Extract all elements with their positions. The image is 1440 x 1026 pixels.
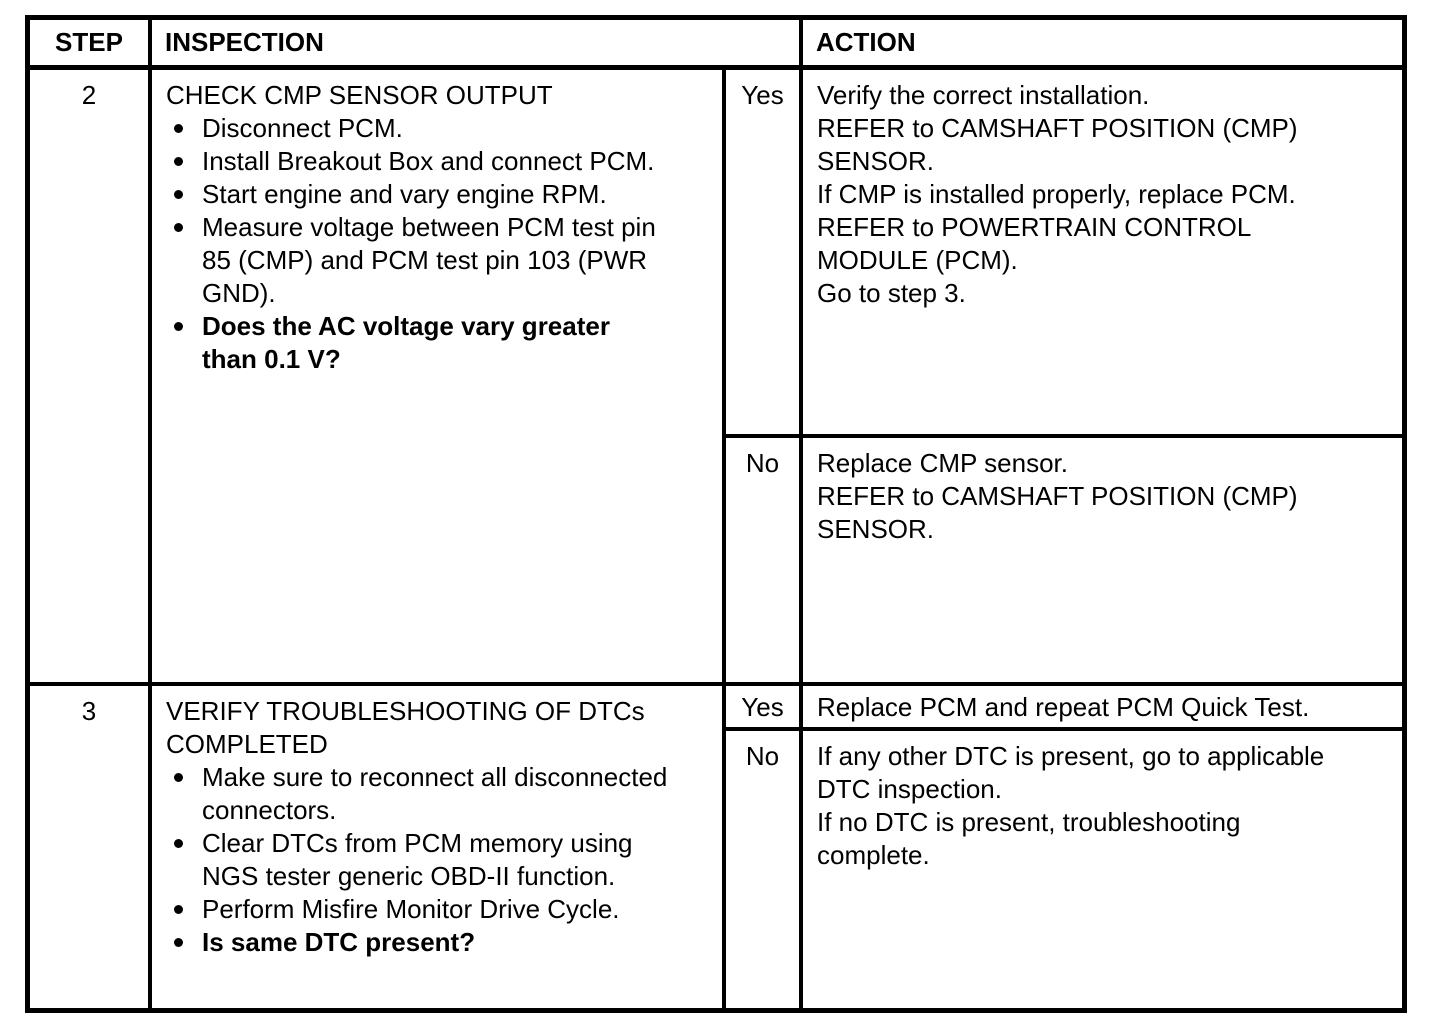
inspection-bullet: Install Breakout Box and connect PCM.: [166, 145, 672, 178]
step-number: 2: [30, 70, 152, 686]
action-line: Go to step 3.: [817, 278, 966, 308]
inspection-bullet: Clear DTCs from PCM memory using NGS tes…: [166, 827, 672, 893]
inspection-cell: CHECK CMP SENSOR OUTPUT Disconnect PCM. …: [152, 70, 726, 686]
action-line: Replace CMP sensor.: [817, 448, 1068, 478]
action-line: REFER to CAMSHAFT POSITION (CMP) SENSOR.: [817, 481, 1298, 544]
col-header-action: ACTION: [803, 20, 1402, 70]
inspection-cell: VERIFY TROUBLESHOOTING OF DTCs COMPLETED…: [152, 686, 726, 1008]
inspection-bullet-question: Does the AC voltage vary greater than 0.…: [166, 310, 672, 376]
action-cell: Replace CMP sensor. REFER to CAMSHAFT PO…: [803, 438, 1402, 686]
inspection-title: VERIFY TROUBLESHOOTING OF DTCs COMPLETED: [166, 696, 645, 759]
inspection-bullet: Disconnect PCM.: [166, 112, 672, 145]
col-header-inspection: INSPECTION: [152, 20, 803, 70]
branch-label-yes: Yes: [726, 70, 803, 438]
branch-label-yes: Yes: [726, 686, 803, 731]
action-line: REFER to POWERTRAIN CONTROL MODULE (PCM)…: [817, 212, 1251, 275]
inspection-title: CHECK CMP SENSOR OUTPUT: [166, 80, 553, 110]
col-header-step: STEP: [30, 20, 152, 70]
inspection-bullet: Start engine and vary engine RPM.: [166, 178, 672, 211]
action-line: Verify the correct installation.: [817, 80, 1150, 110]
step-number: 3: [30, 686, 152, 1008]
action-line: If CMP is installed properly, replace PC…: [817, 179, 1296, 209]
action-cell: Replace PCM and repeat PCM Quick Test.: [803, 686, 1402, 731]
action-cell: Verify the correct installation. REFER t…: [803, 70, 1402, 438]
branch-label-no: No: [726, 438, 803, 686]
troubleshooting-table: STEP INSPECTION ACTION 2 CHECK CMP SENSO…: [25, 15, 1407, 1013]
action-line: If no DTC is present, troubleshooting co…: [817, 807, 1241, 870]
action-cell: If any other DTC is present, go to appli…: [803, 731, 1402, 1008]
inspection-bullet: Perform Misfire Monitor Drive Cycle.: [166, 893, 672, 926]
branch-label-no: No: [726, 731, 803, 1008]
action-line: Replace PCM and repeat PCM Quick Test.: [817, 692, 1310, 722]
inspection-bullet: Make sure to reconnect all disconnected …: [166, 761, 672, 827]
action-line: If any other DTC is present, go to appli…: [817, 741, 1325, 804]
action-line: REFER to CAMSHAFT POSITION (CMP) SENSOR.: [817, 113, 1298, 176]
inspection-bullet-question: Is same DTC present?: [166, 926, 672, 959]
inspection-bullet: Measure voltage between PCM test pin 85 …: [166, 211, 672, 310]
